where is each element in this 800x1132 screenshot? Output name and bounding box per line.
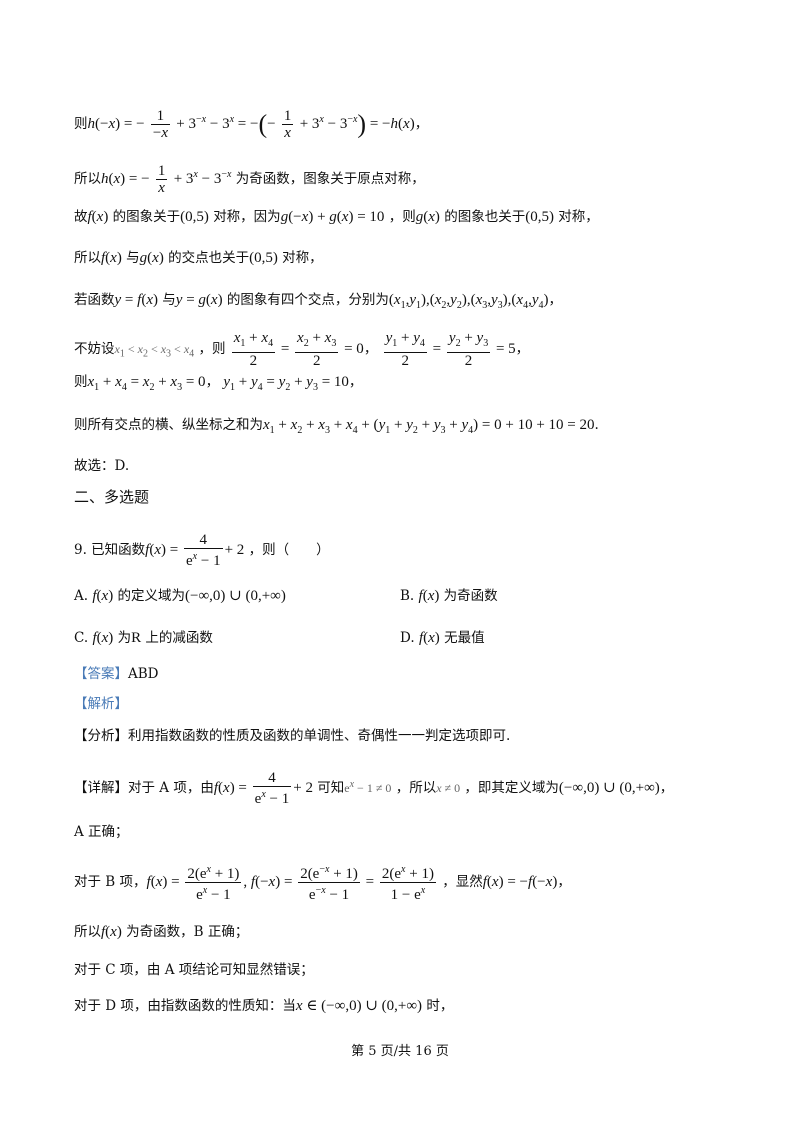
b-odd-line: 所以f(x) 为奇函数，B 正确； — [74, 924, 249, 940]
l4-c: 的交点也关于 — [168, 250, 250, 266]
d-prefix: 对于 D 项，由指数函数的性质知：当 — [74, 998, 296, 1014]
l5-a: 若函数 — [74, 292, 115, 308]
detail-a: 【详解】对于 A 项，由 — [74, 780, 214, 796]
option-a-label: A. — [74, 588, 89, 604]
c-line: 对于 C 项，由 A 项结论可知显然错误； — [74, 962, 314, 978]
l3-f: 对称， — [558, 209, 599, 225]
line-symmetry: 故f(x) 的图象关于(0,5) 对称，因为g(−x) + g(x) = 10 … — [74, 209, 599, 225]
option-d-text: 无最值 — [444, 630, 485, 646]
option-c-text: 上的减函数 — [145, 630, 213, 646]
fenxi-line: 【分析】利用指数函数的性质及函数的单调性、奇偶性一一判定选项即可. — [74, 728, 511, 744]
l6-b: ，则 — [198, 341, 226, 357]
l4-b: 与 — [126, 250, 140, 266]
l2-prefix: 所以 — [74, 171, 101, 187]
option-b-label: B. — [400, 588, 415, 604]
l5-b: 与 — [162, 292, 176, 308]
analysis-tag: 【解析】 — [74, 696, 128, 712]
answer-value: ABD — [128, 666, 159, 682]
line-choice-d: 故选：D. — [74, 458, 130, 474]
option-c-mid: 为 — [117, 630, 132, 646]
b-suffix: ，显然 — [442, 874, 483, 890]
option-c-label: C. — [74, 630, 89, 646]
option-d[interactable]: D. f(x) 无最值 — [400, 630, 485, 646]
option-a-text: 的定义域为 — [117, 588, 185, 604]
l3-e: 的图象也关于 — [444, 209, 526, 225]
analysis-tag-line: 【解析】 — [74, 694, 128, 714]
detail-b: 可知 — [317, 780, 345, 796]
l5-c: 的图象有四个交点，分别为 — [226, 292, 389, 308]
answer-tag: 【答案】 — [74, 666, 128, 682]
option-b[interactable]: B. f(x) 为奇函数 — [400, 588, 498, 604]
d-line: 对于 D 项，由指数函数的性质知：当x ∈ (−∞,0) ∪ (0,+∞) 时， — [74, 998, 454, 1014]
detail-b-line: 对于 B 项，f(x) = 2(ex + 1)ex − 1, f(−x) = 2… — [74, 864, 571, 903]
b2-suffix: 为奇函数，B 正确； — [126, 924, 249, 940]
option-a[interactable]: A. f(x) 的定义域为(−∞,0) ∪ (0,+∞) — [74, 588, 286, 604]
l3-d: ，则 — [388, 209, 416, 225]
q9-suffix: ，则（ ） — [248, 542, 330, 558]
l3-a: 故 — [74, 209, 88, 225]
page-footer: 第 5 页/共 16 页 — [351, 1044, 449, 1059]
l7-a: 则 — [74, 374, 88, 390]
detail-c: ，所以 — [395, 780, 437, 796]
b-prefix: 对于 B 项， — [74, 874, 147, 890]
option-d-label: D. — [400, 630, 415, 646]
l3-c: 对称，因为 — [213, 209, 281, 225]
section-title: 二、多选题 — [74, 488, 150, 506]
a-correct-line: A 正确； — [74, 824, 129, 840]
line-total: 则所有交点的横、纵坐标之和为x1 + x2 + x3 + x4 + (y1 + … — [74, 417, 599, 436]
b2-prefix: 所以 — [74, 924, 101, 940]
line-sums: 则x1 + x4 = x2 + x3 = 0， y1 + y4 = y2 + y… — [74, 374, 363, 393]
detail-d: ，即其定义域为 — [464, 780, 559, 796]
q9-prefix: 9. 已知函数 — [74, 542, 146, 558]
l8-a: 则所有交点的横、纵坐标之和为 — [74, 417, 263, 433]
answer-line: 【答案】ABD — [74, 664, 159, 684]
l3-b: 的图象关于 — [112, 209, 181, 225]
line-four-points: 若函数y = f(x) 与y = g(x) 的图象有四个交点，分别为(x1,y1… — [74, 292, 563, 311]
l6-a: 不妨设 — [74, 341, 115, 357]
l2-text: 为奇函数，图象关于原点对称， — [235, 171, 425, 187]
l4-a: 所以 — [74, 250, 101, 266]
l4-d: 对称， — [282, 250, 323, 266]
option-c[interactable]: C. f(x) 为R 上的减函数 — [74, 630, 213, 646]
line-intersections-symmetric: 所以f(x) 与g(x) 的交点也关于(0,5) 对称， — [74, 250, 323, 266]
d-suffix: 时， — [426, 998, 454, 1014]
option-b-text: 为奇函数 — [443, 588, 498, 604]
